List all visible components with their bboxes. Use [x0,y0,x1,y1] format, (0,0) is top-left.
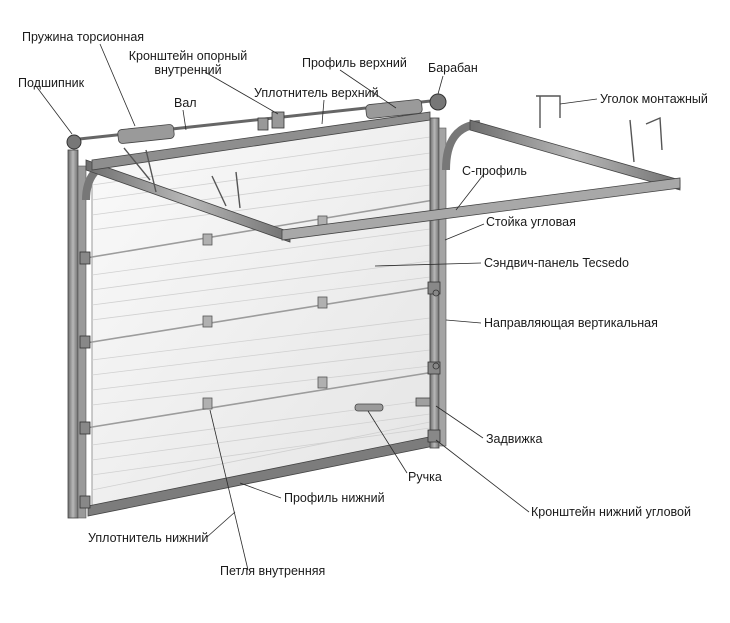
label-corner-post: Стойка угловая [486,215,576,229]
label-bottom-corner-bracket: Кронштейн нижний угловой [531,505,691,519]
label-bracket-internal-line2: внутренний [154,63,222,77]
bearing [66,134,82,150]
label-top-profile: Профиль верхний [302,56,407,70]
panel-ribs [91,136,431,491]
leader-lines [35,43,598,571]
label-c-profile: С-профиль [462,164,527,178]
mounting-angles [123,95,663,209]
handle [354,403,384,412]
label-handle: Ручка [408,470,442,484]
shaft-coupling [257,117,269,131]
label-bracket-internal-line1: Кронштейн опорный [128,49,248,63]
c-profile [281,177,681,241]
horizontal-guide-left [85,159,291,243]
drum [429,93,447,111]
support-bracket-internal [271,111,285,129]
inner-hinges [202,215,328,410]
label-sandwich-panel: Сэндвич-панель Tecsedo [484,256,629,270]
label-torsion-spring: Пружина торсионная [22,30,145,44]
label-shaft: Вал [174,96,197,110]
label-bearing: Подшипник [18,76,85,90]
label-bracket-internal: Кронштейн опорный внутренний [118,49,258,77]
label-top-seal: Уплотнитель верхний [254,86,379,100]
top-profile [91,111,431,171]
label-bottom-seal: Уплотнитель нижний [88,531,209,545]
label-mounting-angle: Уголок монтажный [600,92,708,106]
label-latch: Задвижка [486,432,543,446]
torsion-spring-left [117,124,175,144]
horizontal-guide-right [469,119,681,191]
label-drum: Барабан [428,61,478,75]
torsion-spring-right [365,99,423,119]
label-bottom-profile: Профиль нижний [284,491,385,505]
roller-brackets [79,251,441,509]
label-vertical-guide: Направляющая вертикальная [484,316,658,330]
label-inner-hinge: Петля внутренняя [220,564,326,578]
